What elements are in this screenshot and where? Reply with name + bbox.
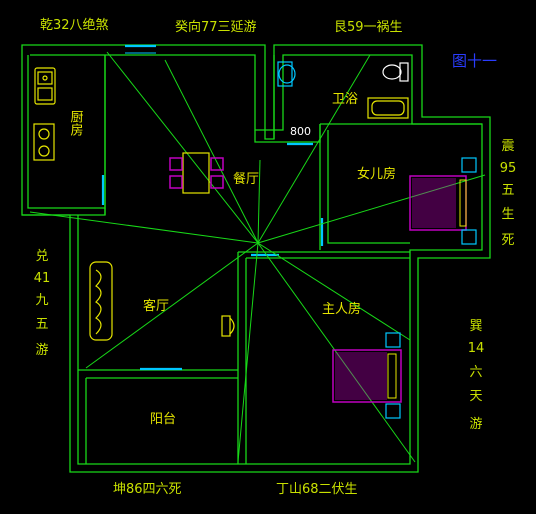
dining-table-icon — [169, 152, 224, 194]
svg-text:41: 41 — [34, 271, 51, 286]
svg-text:九: 九 — [35, 293, 48, 308]
master-bed-icon — [332, 332, 402, 419]
room-label-master: 主人房 — [322, 301, 361, 317]
svg-text:六: 六 — [469, 365, 482, 380]
outer-wall — [21, 44, 491, 473]
svg-text:五: 五 — [501, 183, 514, 198]
center-wall — [237, 252, 247, 464]
sofa-icon — [89, 261, 113, 341]
kitchen-bottom-wall — [22, 208, 106, 216]
svg-text:游: 游 — [35, 343, 48, 358]
svg-text:14: 14 — [468, 341, 485, 356]
room-label-balcony: 阳台 — [150, 412, 176, 427]
svg-text:天: 天 — [469, 389, 482, 404]
direction-left-middle: 兑 41 九 五 游 — [34, 249, 51, 358]
toilet-icon — [382, 62, 409, 82]
center-top-wall — [238, 251, 410, 259]
windows — [101, 44, 324, 371]
tv-icon — [221, 315, 235, 337]
room-label-bathroom: 卫浴 — [332, 92, 358, 107]
dimension-label: 800 — [290, 125, 311, 138]
direction-bottom-left: 坤86四六死 — [113, 482, 182, 497]
svg-text:巽: 巽 — [469, 319, 482, 334]
svg-text:游: 游 — [469, 417, 482, 432]
kitchen-sink-icon — [34, 67, 56, 105]
daughter-bed-icon — [409, 157, 477, 245]
svg-text:震: 震 — [501, 139, 514, 154]
daughter-room-wall — [319, 123, 482, 250]
svg-text:生: 生 — [501, 207, 514, 222]
bathroom-sink-icon — [277, 61, 296, 87]
svg-text:兑: 兑 — [35, 249, 48, 264]
room-label-living: 客厅 — [143, 298, 169, 314]
direction-top-right: 艮59一祸生 — [334, 20, 403, 35]
direction-top-center: 癸向77三延游 — [175, 19, 257, 35]
bathtub-icon — [367, 97, 409, 119]
direction-bottom-right: 丁山68二伏生 — [276, 482, 358, 497]
direction-lines — [29, 51, 486, 463]
room-label-dining: 餐厅 — [233, 171, 259, 187]
stove-icon — [33, 123, 55, 161]
figure-label: 图十一 — [452, 52, 497, 70]
room-label-kitchen: 厨房 — [68, 110, 84, 136]
svg-text:95: 95 — [500, 161, 517, 176]
svg-text:五: 五 — [35, 317, 48, 332]
direction-right-upper: 震 95 五 生 死 — [500, 139, 517, 248]
direction-right-lower: 巽 14 六 天 游 — [468, 319, 485, 432]
direction-top-left: 乾32八绝煞 — [40, 17, 109, 33]
svg-text:死: 死 — [501, 233, 514, 248]
walls — [21, 44, 491, 473]
room-label-daughter: 女儿房 — [357, 166, 396, 182]
